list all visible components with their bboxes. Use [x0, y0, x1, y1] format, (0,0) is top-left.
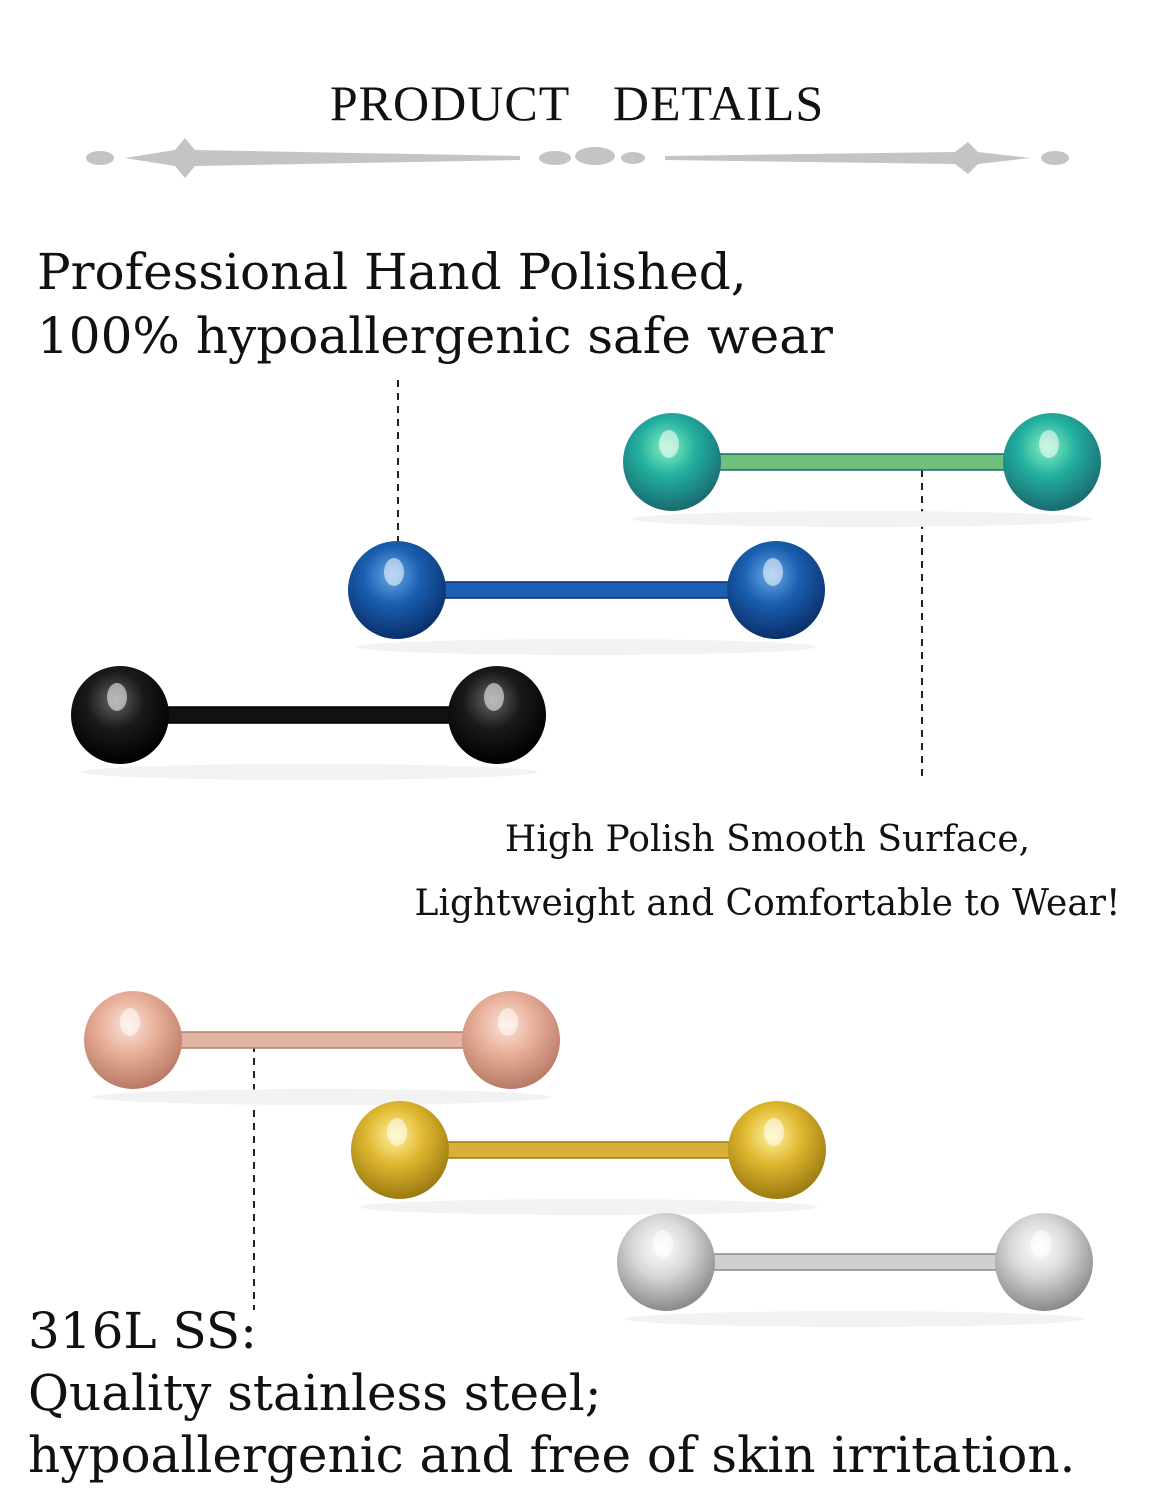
barbell-ball	[448, 666, 546, 764]
barbell-ball	[995, 1213, 1093, 1311]
feature-material-line3: hypoallergenic and free of skin irritati…	[28, 1426, 1076, 1484]
barbell-bar	[396, 581, 777, 599]
blue-barbell	[348, 541, 825, 655]
rainbow-barbell	[623, 413, 1101, 527]
barbell-bar	[665, 1253, 1045, 1271]
feature-smooth: High Polish Smooth Surface, Lightweight …	[400, 808, 1135, 936]
barbell-bar	[399, 1141, 778, 1159]
feature-polished: Professional Hand Polished, 100% hypoall…	[37, 240, 833, 368]
feature-polished-line2: 100% hypoallergenic safe wear	[37, 307, 833, 365]
dashed-callouts	[253, 380, 923, 1310]
barbell-ball	[71, 666, 169, 764]
barbell-ball	[727, 541, 825, 639]
barbell-ball	[462, 991, 560, 1089]
barbell-ball	[623, 413, 721, 511]
barbell-ball	[351, 1101, 449, 1199]
feature-material-line1: 316L SS:	[28, 1302, 258, 1360]
feature-material-line2: Quality stainless steel;	[28, 1364, 602, 1422]
black-barbell	[71, 666, 546, 780]
ornament-divider	[86, 138, 1069, 178]
feature-smooth-line2: Lightweight and Comfortable to Wear!	[414, 883, 1121, 924]
barbell-bar	[132, 1031, 512, 1049]
barbell-bar	[671, 453, 1053, 471]
silver-barbell	[617, 1213, 1093, 1327]
barbell-ball	[617, 1213, 715, 1311]
feature-polished-line1: Professional Hand Polished,	[37, 243, 747, 301]
gold-barbell	[351, 1101, 826, 1215]
feature-material: 316L SS: Quality stainless steel; hypoal…	[28, 1300, 1075, 1486]
barbell-ball	[84, 991, 182, 1089]
page-title: PRODUCT DETAILS	[329, 75, 825, 131]
barbell-ball	[348, 541, 446, 639]
rose-gold-barbell	[84, 991, 560, 1105]
feature-smooth-line1: High Polish Smooth Surface,	[504, 819, 1031, 860]
barbell-ball	[1003, 413, 1101, 511]
barbell-ball	[728, 1101, 826, 1199]
barbell-bar	[119, 706, 498, 724]
